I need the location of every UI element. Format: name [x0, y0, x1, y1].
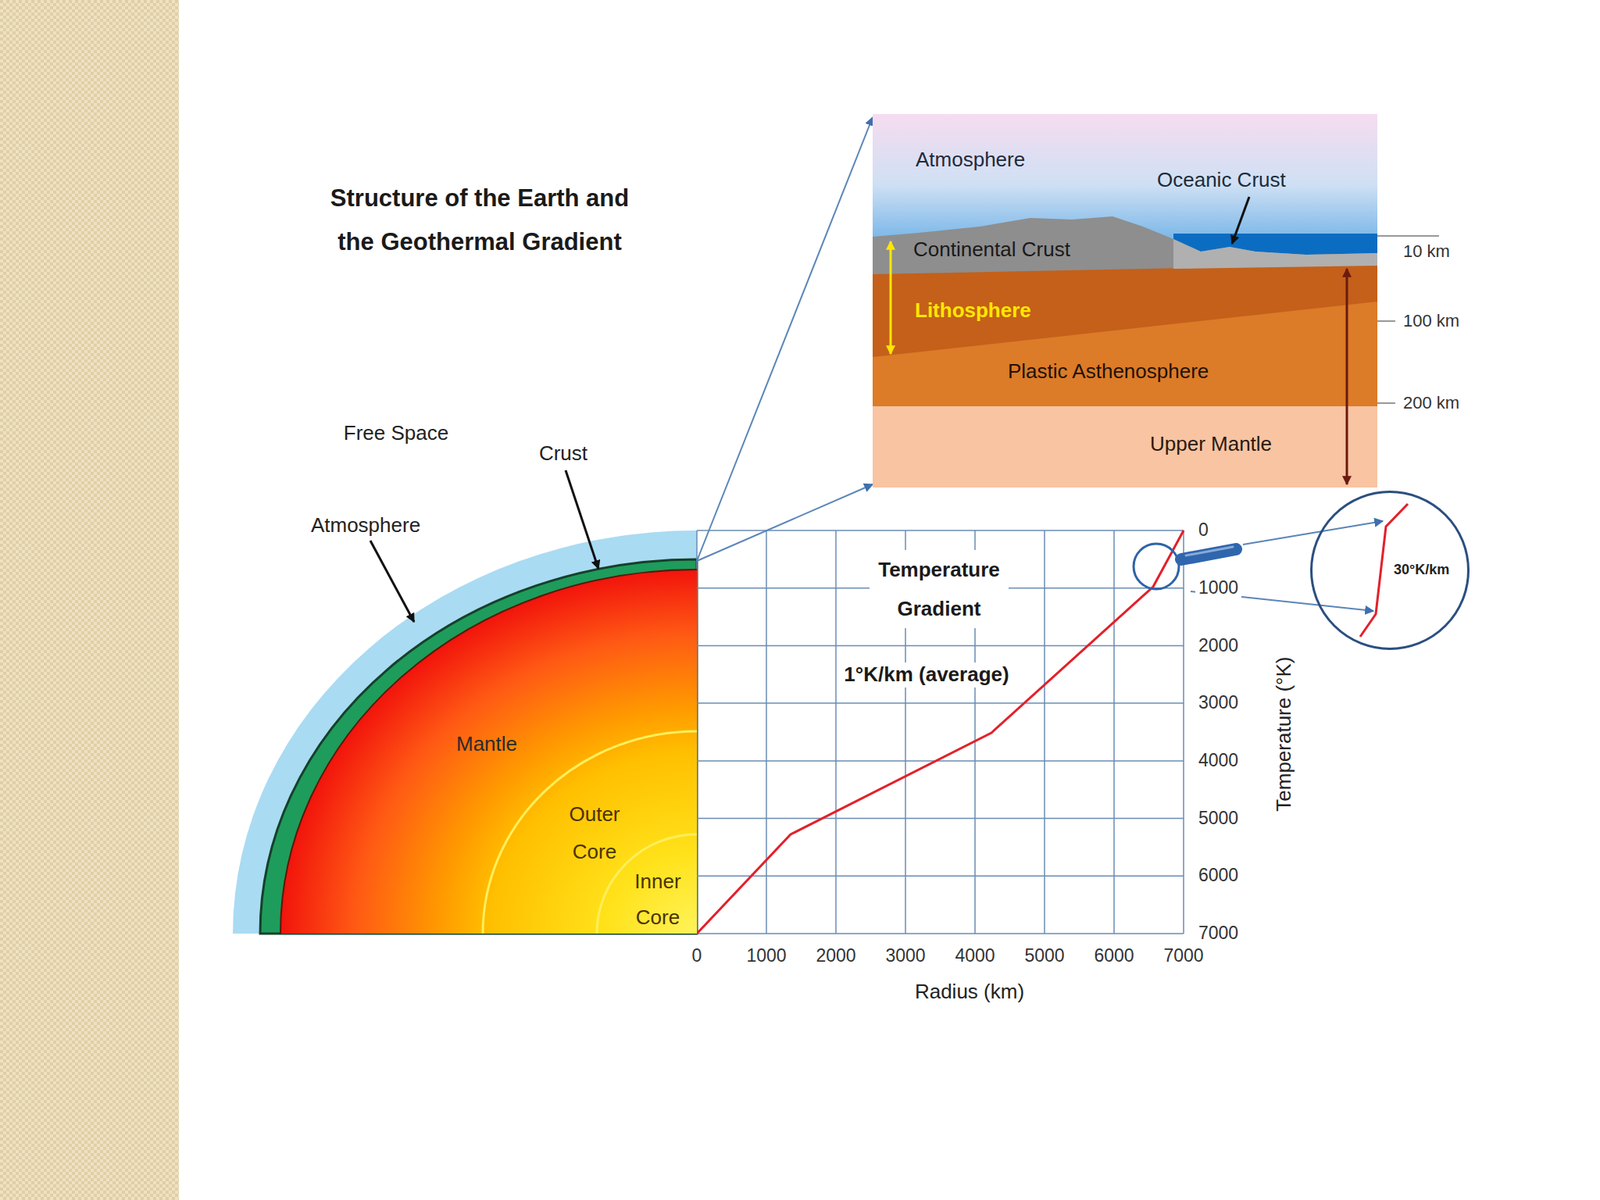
axis-tick: 2000: [1195, 635, 1242, 658]
axis-title: Radius (km): [914, 979, 1025, 1004]
temperature-curve: [696, 530, 1184, 934]
layer-label: Continental Crust: [913, 237, 1071, 262]
zoom-connector: [696, 117, 873, 561]
depth-tick: [1377, 235, 1440, 237]
axis-tick: 1000: [742, 945, 790, 968]
grid-line: [696, 645, 1184, 647]
layer-label: Atmosphere: [310, 513, 421, 538]
grid-line: [696, 932, 1184, 935]
axis-tick: 3000: [1195, 692, 1242, 715]
leader-arrow: [565, 470, 599, 569]
lithosphere-arrow: [889, 241, 893, 354]
layer-label: Upper Mantle: [1150, 432, 1272, 457]
upper-mantle-layer: [872, 406, 1378, 488]
oceanic-crust-layer: [1173, 239, 1378, 269]
layer-label: Outer Core: [555, 795, 634, 871]
crust-ring: [260, 559, 697, 934]
grid-line: [835, 530, 837, 934]
zoom-line: [1242, 521, 1383, 545]
axis-tick: 5000: [1021, 945, 1068, 968]
axis-tick: 7000: [1195, 922, 1242, 945]
depth-tick: [1377, 402, 1396, 404]
axis-tick: 4000: [951, 945, 998, 968]
grid-line: [696, 529, 1184, 532]
axis-tick: 7000: [1160, 945, 1207, 968]
axis-tick: 4000: [1195, 750, 1242, 772]
layer-label: Crust: [539, 441, 588, 466]
core-boundary: [482, 731, 697, 934]
axis-tick: 5000: [1195, 807, 1242, 830]
zoom-circle: 30°K/km: [1310, 490, 1470, 650]
grid-line: [696, 875, 1184, 878]
layer-label: Inner Core: [626, 863, 690, 936]
mantle-boundary: [280, 569, 697, 934]
grid-line: [1113, 530, 1115, 934]
side-strip: [0, 0, 179, 1200]
layer-label: Atmosphere: [915, 147, 1025, 172]
axis-tick: 6000: [1195, 864, 1242, 887]
axis-tick: 0: [689, 945, 706, 968]
temperature-plot: Temperature Gradient 1°K/km (average): [696, 530, 1184, 934]
depth-tick: [1377, 320, 1396, 322]
axis-title: Temperature (°K): [1271, 657, 1296, 812]
outer-core-region-outline: [482, 731, 697, 934]
layer-label: Plastic Asthenosphere: [1007, 359, 1209, 384]
plot-heading: Temperature Gradient: [869, 550, 1009, 629]
leader-arrow: [1232, 196, 1250, 244]
gradient-note: 1°K/km (average): [840, 662, 1012, 687]
leader-arrow: [370, 540, 415, 622]
grid-line: [696, 702, 1184, 704]
depth-label: 200 km: [1403, 392, 1460, 414]
mantle-region: MantleOuter CoreInner Core: [280, 569, 697, 934]
atmosphere-ring: [232, 530, 697, 934]
axis-tick: 0: [1195, 519, 1212, 542]
axis-tick: 1000: [1195, 577, 1242, 600]
outer-core-region: Outer CoreInner Core: [482, 731, 697, 934]
grid-line: [1182, 530, 1185, 934]
zoom-connector: [696, 484, 873, 561]
diagram-title: Structure of the Earth and the Geotherma…: [311, 176, 648, 265]
grid-line: [765, 530, 768, 934]
asthenosphere-layer: [872, 258, 1378, 408]
region-label: Free Space: [343, 421, 449, 446]
axis-tick: 2000: [812, 945, 859, 968]
depth-arrow: [1346, 268, 1349, 485]
magnifier-highlight: [1185, 546, 1233, 556]
gradient-note: 30°K/km: [1393, 561, 1450, 579]
layer-label: Lithosphere: [914, 298, 1032, 323]
grid-line: [696, 817, 1184, 820]
zoom-circle-outline: [1311, 492, 1469, 650]
magnifier-lens: [1133, 543, 1179, 590]
layer-label: Oceanic Crust: [1157, 167, 1286, 193]
mantle-fill: [280, 569, 697, 934]
lithosphere-layer: [872, 258, 1378, 358]
depth-label: 100 km: [1403, 310, 1460, 332]
plot-grid: [696, 530, 1184, 934]
inset-cross-section: AtmosphereOceanic CrustContinental Crust…: [872, 114, 1378, 488]
continental-crust-layer: [872, 216, 1378, 275]
grid-line: [1043, 530, 1046, 934]
layer-label: Mantle: [456, 732, 518, 757]
axis-tick: 3000: [882, 945, 929, 968]
depth-label: 10 km: [1403, 241, 1450, 262]
grid-line: [696, 760, 1184, 762]
axis-tick: 6000: [1090, 945, 1137, 968]
